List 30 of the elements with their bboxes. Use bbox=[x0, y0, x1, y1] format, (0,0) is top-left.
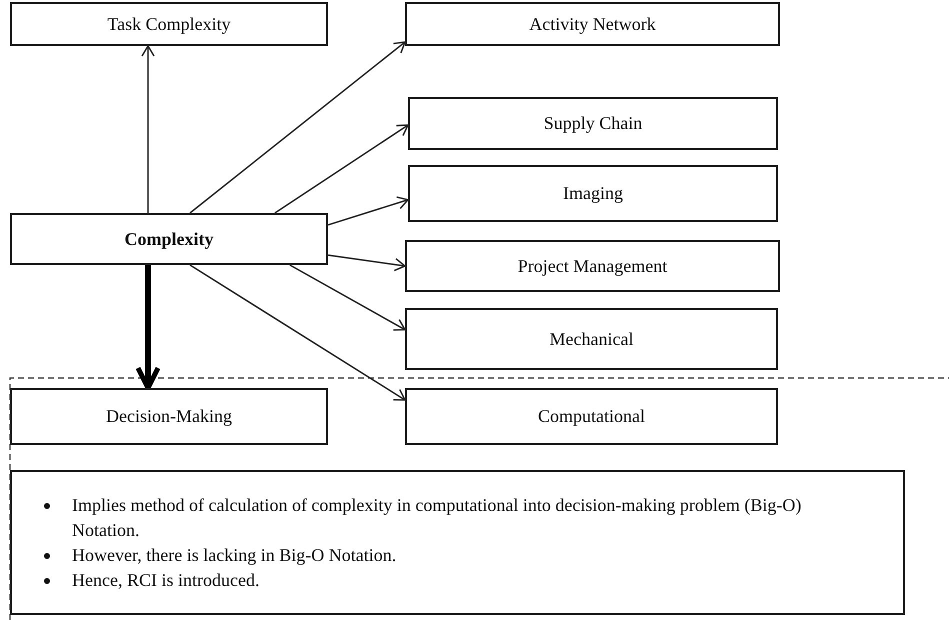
arrow bbox=[190, 41, 406, 214]
box-label: Mechanical bbox=[550, 328, 634, 350]
topic-box bbox=[10, 213, 328, 265]
arrow bbox=[328, 196, 409, 226]
box-label: Supply Chain bbox=[544, 112, 642, 135]
box-label: Imaging bbox=[563, 182, 623, 205]
topic-box bbox=[10, 2, 328, 46]
topic-box bbox=[405, 240, 780, 292]
box-label: Task Complexity bbox=[107, 12, 231, 36]
arrow bbox=[190, 264, 406, 401]
topic-box bbox=[10, 388, 328, 445]
arrow bbox=[289, 264, 406, 331]
box-label: Computational bbox=[538, 405, 645, 428]
note-box bbox=[10, 470, 905, 615]
arrow bbox=[328, 254, 406, 272]
topic-box bbox=[408, 97, 778, 150]
topic-box bbox=[405, 308, 778, 370]
topic-box bbox=[408, 165, 778, 222]
bullet-text: Implies method of calculation of complexity in computational into decision-making problem (Big-O) Notation. bbox=[72, 494, 802, 542]
arrow bbox=[274, 124, 409, 214]
bullet-text: Hence, RCI is introduced. bbox=[72, 568, 260, 592]
box-label: Activity Network bbox=[529, 12, 656, 36]
topic-box bbox=[405, 2, 780, 46]
box-label: Complexity bbox=[124, 228, 214, 251]
box-label: Decision-Making bbox=[106, 405, 232, 428]
box-label: Project Management bbox=[518, 254, 668, 278]
arrow bbox=[141, 45, 155, 213]
bullet-text: However, there is lacking in Big-O Notation. bbox=[72, 544, 396, 567]
arrow bbox=[136, 265, 160, 390]
topic-box bbox=[405, 388, 778, 445]
